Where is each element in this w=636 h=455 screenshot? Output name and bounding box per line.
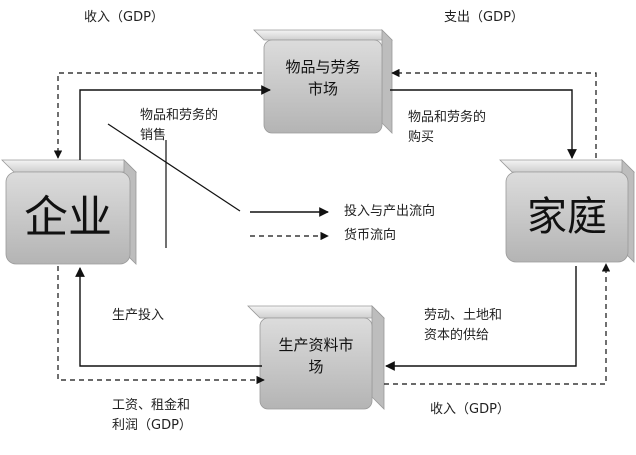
label-labor-land-capital: 劳动、土地和 资本的供给 (424, 308, 503, 343)
label-goods-sold: 物品和劳务的 销售 (140, 108, 219, 143)
flow-household-to-factor-market (385, 266, 577, 371)
factor-market-box (247, 305, 385, 410)
label-bottom-right-income: 收入（GDP） (430, 402, 510, 417)
money-household-to-goods-market (391, 68, 597, 158)
flow-goods-market-to-household (390, 89, 577, 159)
label-top-left-revenue: 收入（GDP） (84, 10, 164, 25)
legend-dashed-label: 货币流向 (344, 228, 397, 243)
label-goods-bought: 物品和劳务的 购买 (408, 110, 487, 145)
money-factor-market-to-household (384, 263, 611, 385)
legend-solid-label: 投入与产出流向 (344, 204, 436, 219)
callout-diagonal (107, 123, 241, 212)
flow-firm-to-goods-market (79, 85, 271, 160)
firm-box (1, 159, 137, 265)
firm-label: 企业 (24, 192, 112, 243)
label-wages-rent-profit: 工资、租金和 利润（GDP） (112, 398, 192, 433)
factor-market-label: 生产资料市 场 (278, 336, 354, 376)
flow-factor-market-to-firm (75, 267, 262, 367)
household-label: 家庭 (527, 194, 607, 240)
household-box (499, 159, 635, 263)
goods-market-label: 物品与劳务 市场 (285, 58, 361, 98)
label-top-right-spending: 支出（GDP） (444, 10, 524, 25)
money-goods-market-to-firm (53, 72, 262, 159)
label-production-inputs: 生产投入 (112, 308, 165, 323)
money-firm-to-factor-market (57, 266, 265, 385)
goods-market-box (253, 29, 393, 134)
